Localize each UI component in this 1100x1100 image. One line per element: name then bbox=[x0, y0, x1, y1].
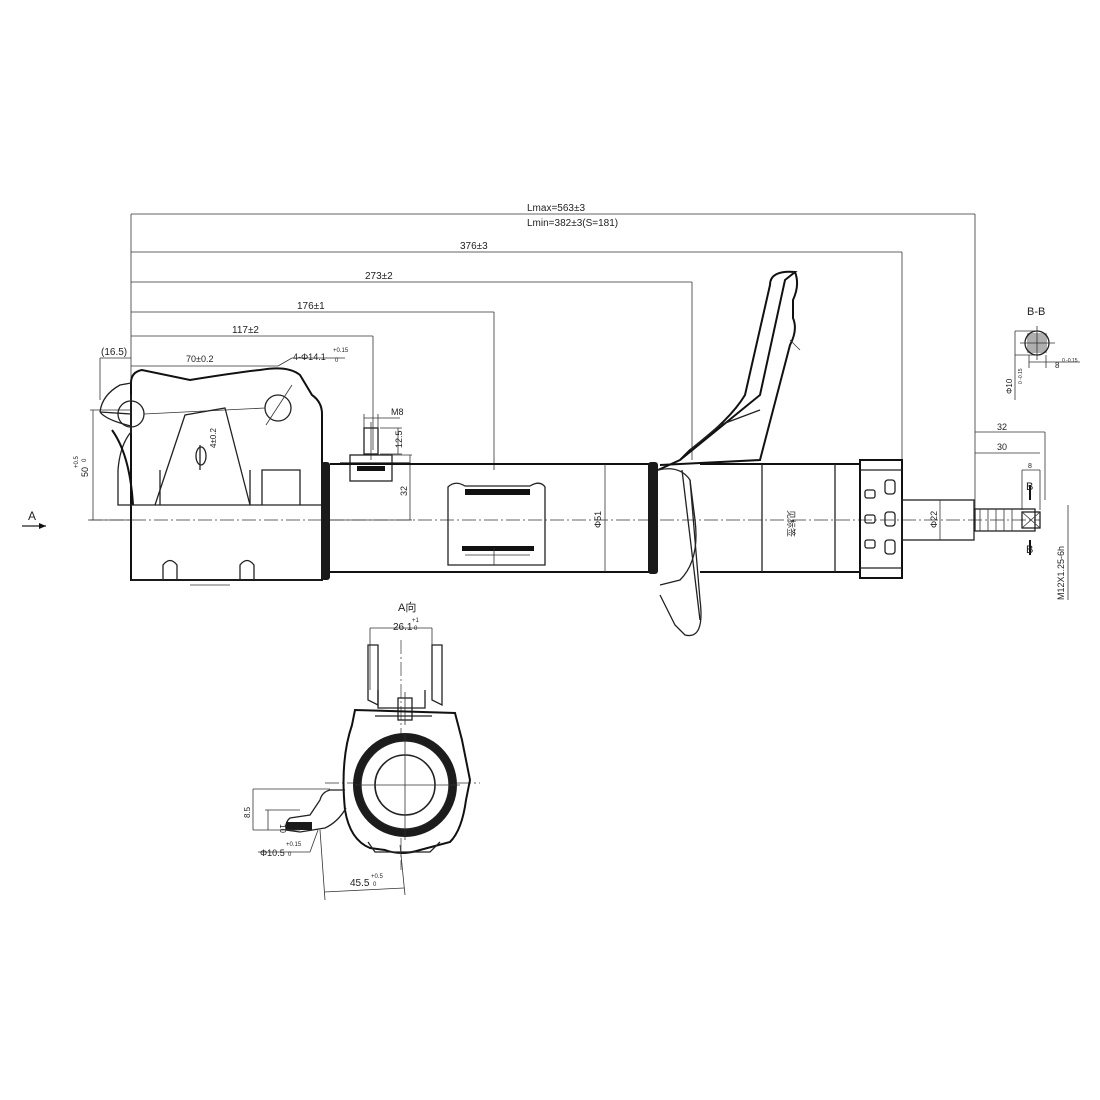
view-a: A向 26.1 +1 0 8.5 10 bbox=[243, 600, 480, 901]
dim-26-1-tol-lower: 0 bbox=[414, 626, 418, 632]
bb-dia: Φ10 bbox=[1005, 378, 1014, 394]
dia-10-5-tol-lower: 0 bbox=[288, 852, 292, 858]
section-b-top: B bbox=[1026, 481, 1033, 493]
dim-70: 70±0.2 bbox=[186, 354, 213, 364]
holes-label: 4-Φ14.1 bbox=[293, 352, 326, 362]
top-cap bbox=[859, 459, 903, 579]
bolt-hole-lower bbox=[264, 394, 292, 422]
dim-45-5: 45.5 bbox=[350, 878, 370, 889]
dim-16-5: (16.5) bbox=[101, 347, 127, 358]
spring-seat bbox=[657, 270, 801, 637]
length-dimensions: Lmax=563±3 Lmin=382±3(S=181) 376±3 273±2… bbox=[99, 203, 976, 520]
dim-50-tol-lower: 0 bbox=[82, 458, 88, 462]
dim-8: 8 bbox=[1028, 463, 1032, 470]
piston-rod: Φ22 bbox=[901, 499, 1041, 541]
thread-label: M12X1.25-6h bbox=[1056, 546, 1066, 600]
dia-22: Φ22 bbox=[929, 511, 939, 528]
dim-30: 30 bbox=[997, 442, 1007, 452]
dim-26-1: 26.1 bbox=[393, 622, 413, 633]
dim-8-5: 8.5 bbox=[243, 806, 252, 818]
spring-seat-ring bbox=[648, 462, 658, 574]
rod-dimensions: 32 30 8 B B M12X1.25-6h bbox=[975, 422, 1069, 600]
left-dimensions: 50 +0.5 0 4±0.2 bbox=[74, 409, 218, 521]
clamp-ring bbox=[321, 462, 330, 580]
dim-117: 117±2 bbox=[232, 325, 259, 336]
section-bb: B-B Φ10 0 -0.15 8 0 -0.15 bbox=[1005, 306, 1080, 400]
strut-body: Φ51 bbox=[330, 463, 650, 573]
dia-10-5: Φ10.5 bbox=[260, 848, 285, 858]
dim-32-left: 32 bbox=[399, 486, 409, 496]
dim-50-tol-upper: +0.5 bbox=[74, 455, 80, 468]
bb-flat: 8 bbox=[1055, 361, 1060, 370]
dim-26-1-tol-upper: +1 bbox=[412, 618, 420, 624]
view-a-label: A bbox=[28, 509, 36, 523]
view-a-arrow: A bbox=[22, 509, 46, 529]
dim-12-5: 12.5 bbox=[394, 430, 404, 448]
upper-tube: 见标签 bbox=[700, 463, 860, 573]
dim-32-right: 32 bbox=[997, 422, 1007, 432]
dia-10-5-tol-upper: +0.15 bbox=[286, 842, 302, 848]
section-b-bottom: B bbox=[1026, 544, 1033, 556]
m8-label: M8 bbox=[391, 407, 404, 417]
lmin-label: Lmin=382±3(S=181) bbox=[527, 218, 618, 229]
bb-flat-tol: 0 -0.15 bbox=[1062, 358, 1078, 364]
dim-176: 176±1 bbox=[297, 301, 325, 312]
dim-4: 4±0.2 bbox=[209, 427, 218, 448]
holes-tol-lower: 0 bbox=[335, 358, 339, 364]
view-a-title: A向 bbox=[398, 600, 416, 614]
dim-45-5-tol-upper: +0.5 bbox=[371, 874, 384, 880]
holes-tol-upper: +0.15 bbox=[333, 348, 349, 354]
section-bb-title: B-B bbox=[1027, 306, 1045, 318]
dia-51: Φ51 bbox=[593, 511, 603, 528]
knuckle-bracket bbox=[99, 367, 323, 586]
dim-45-5-tol-lower: 0 bbox=[373, 882, 377, 888]
dim-376: 376±3 bbox=[460, 241, 488, 252]
dim-50: 50 bbox=[80, 467, 90, 477]
part-mark: 见标签 bbox=[786, 510, 797, 537]
lmax-label: Lmax=563±3 bbox=[527, 203, 585, 214]
dim-273: 273±2 bbox=[365, 271, 393, 282]
dim-10: 10 bbox=[278, 824, 287, 833]
bb-dia-tol: 0 -0.15 bbox=[1018, 368, 1024, 384]
